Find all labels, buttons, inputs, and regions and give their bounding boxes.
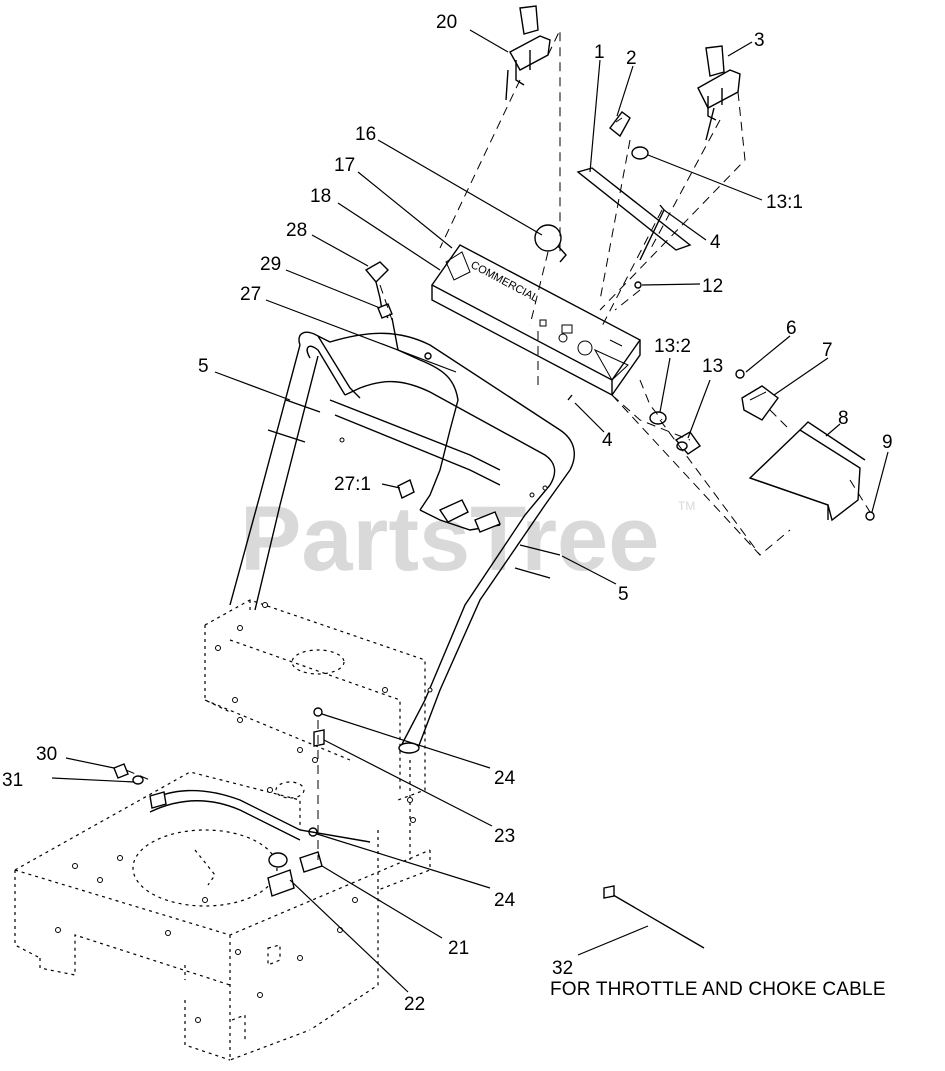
mower-frame — [14, 599, 431, 1061]
callout-21: 21 — [448, 938, 469, 959]
choke-control-3 — [697, 45, 741, 141]
callout-12: 12 — [702, 276, 723, 297]
frame-holes — [55, 602, 416, 1023]
tie-27-1 — [397, 479, 415, 499]
nut-24a — [313, 707, 323, 717]
screw-9 — [865, 511, 875, 521]
callout-27: 27 — [240, 284, 261, 305]
module-7 — [741, 385, 779, 421]
callout-31: 31 — [2, 770, 23, 791]
callouts: 20 3 1 2 16 13:1 17 4 18 28 12 29 27 6 7… — [2, 12, 893, 1015]
callout-2: 2 — [626, 48, 637, 69]
washer-31 — [132, 775, 144, 785]
assembly-lines — [125, 29, 871, 860]
spacer-23 — [313, 729, 325, 747]
callout-4-upper: 4 — [710, 232, 721, 253]
callout-1: 1 — [594, 42, 605, 63]
control-panel: COMMERCIAL — [430, 244, 642, 397]
callout-24-upper: 24 — [494, 768, 516, 789]
callout-4-lower: 4 — [602, 430, 613, 451]
callout-13-1: 13:1 — [766, 192, 803, 213]
callout-28: 28 — [286, 220, 307, 241]
washer-13-2 — [649, 411, 667, 425]
knob-16 — [534, 224, 567, 263]
clamp-21 — [299, 851, 323, 873]
screw-4b — [567, 394, 573, 401]
wire-harness-27 — [391, 317, 501, 533]
bolt-5a — [285, 399, 321, 413]
callout-8: 8 — [838, 408, 849, 429]
bolt-5d — [514, 567, 551, 579]
gasket-1 — [576, 167, 692, 251]
screw-30 — [113, 763, 129, 779]
throttle-control-20 — [505, 5, 551, 101]
bracket-8 — [748, 421, 866, 522]
callout-9: 9 — [882, 432, 893, 453]
callout-22: 22 — [404, 994, 425, 1015]
callout-30: 30 — [36, 744, 57, 765]
handle-assembly — [229, 331, 576, 754]
bolt-5c — [519, 544, 561, 556]
watermark: PartsTree TM — [240, 488, 695, 590]
nut-13-1 — [631, 146, 649, 160]
cable-tie-note: FOR THROTTLE AND CHOKE CABLE — [550, 979, 886, 1000]
callout-13: 13 — [702, 356, 723, 377]
ignition-key-2 — [609, 111, 631, 138]
lower-harness — [149, 789, 371, 843]
connector-22 — [267, 852, 295, 897]
callout-18: 18 — [310, 186, 331, 207]
callout-27-1: 27:1 — [334, 474, 371, 495]
bolt-5b — [267, 429, 306, 443]
callout-6: 6 — [786, 318, 797, 339]
connector-29 — [377, 303, 393, 319]
cable-tie-32 — [603, 885, 705, 949]
callout-23: 23 — [494, 826, 515, 847]
watermark-text: PartsTree — [240, 488, 659, 590]
callout-5-right: 5 — [618, 584, 629, 605]
callout-7: 7 — [822, 340, 833, 361]
callout-20: 20 — [436, 12, 457, 33]
callout-3: 3 — [754, 30, 765, 51]
callout-24-lower: 24 — [494, 890, 516, 911]
nut-6 — [735, 369, 745, 379]
callout-29: 29 — [260, 254, 281, 275]
callout-17: 17 — [334, 155, 355, 176]
callout-5-left: 5 — [198, 356, 209, 377]
nut-12 — [634, 281, 642, 289]
ignition-switch-13 — [674, 431, 701, 455]
leader-lines — [51, 29, 889, 993]
callout-13-2: 13:2 — [654, 336, 691, 357]
callout-16: 16 — [355, 124, 376, 145]
watermark-tm: TM — [678, 499, 695, 513]
callout-32: 32 — [552, 958, 573, 979]
